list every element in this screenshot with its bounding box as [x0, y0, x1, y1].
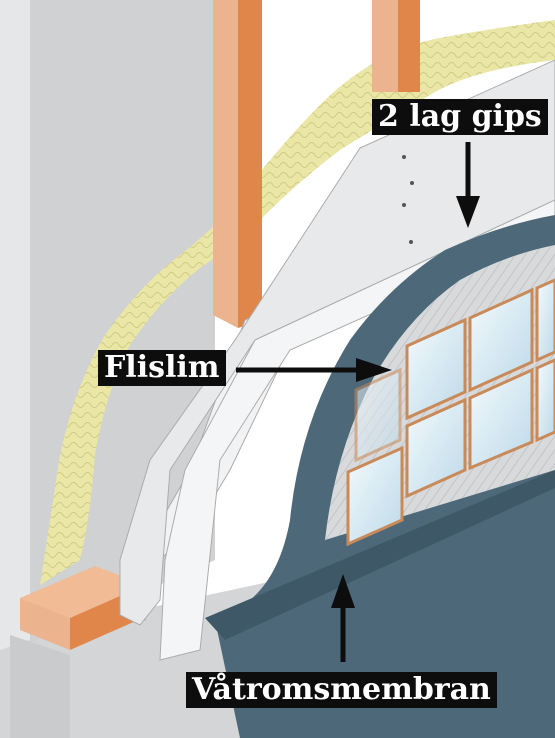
insulation-texture: [40, 0, 555, 585]
outer-wall-panel: [0, 0, 30, 650]
tiles: [346, 278, 555, 547]
screw: [409, 240, 413, 244]
tile: [346, 445, 404, 547]
bottom-plate-front: [20, 598, 70, 650]
tile: [354, 367, 402, 463]
foundation-block: [10, 635, 70, 738]
arrow-down-icon: [456, 142, 480, 228]
tile: [535, 358, 555, 443]
arrow-up-icon: [331, 574, 355, 662]
screw: [410, 181, 414, 185]
tile: [468, 367, 534, 471]
tile: [535, 278, 555, 363]
arrow-right-icon: [236, 358, 392, 382]
label-two-layer-gypsum: 2 lag gips: [372, 99, 548, 135]
corner-membrane-strip: [205, 470, 555, 640]
bottom-plate-top: [20, 566, 145, 618]
label-wet-room-membrane: Våtromsmembran: [186, 672, 497, 708]
label-tile-adhesive: Flislim: [98, 350, 226, 386]
stud-right-face: [398, 0, 420, 92]
screw: [402, 203, 406, 207]
screw: [402, 155, 406, 159]
tile: [468, 287, 534, 393]
tile: [405, 317, 467, 421]
stud-left-face: [238, 0, 262, 328]
gypsum-layer-2: [119, 59, 555, 626]
tile: [405, 397, 467, 499]
